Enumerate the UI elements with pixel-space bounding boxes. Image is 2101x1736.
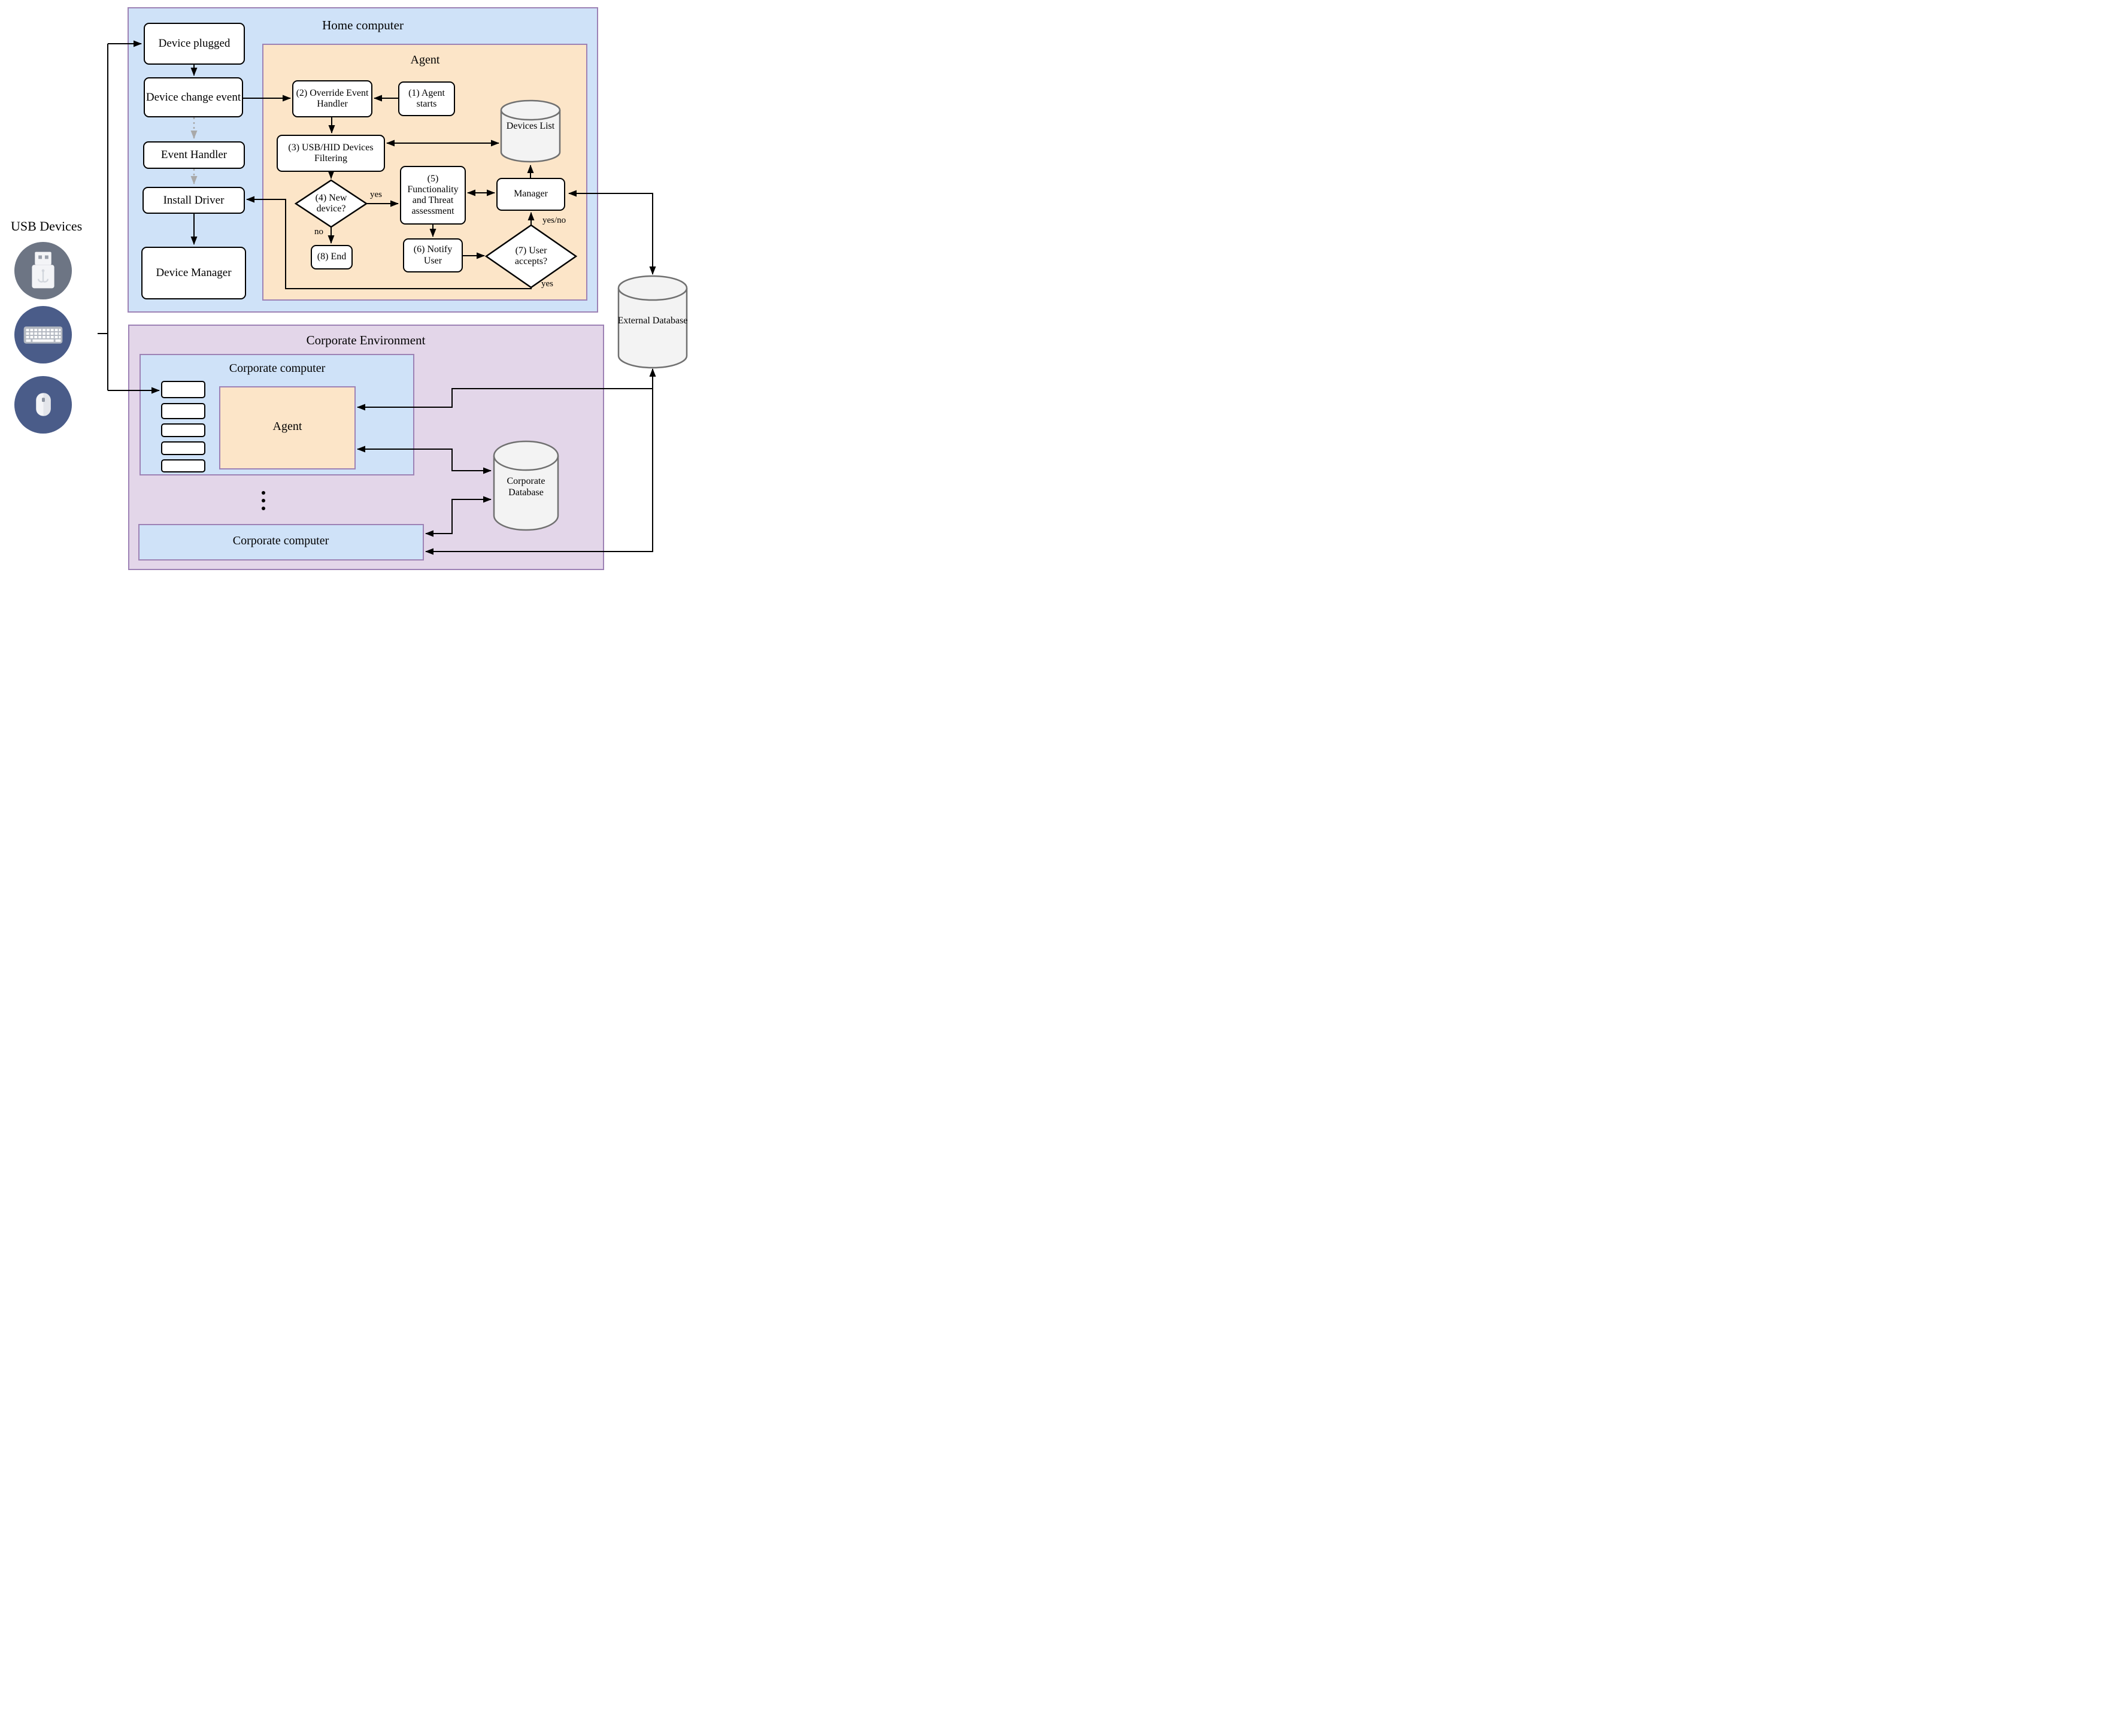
node-step4-label: (4) New device? <box>315 193 347 214</box>
corporate-database-cylinder: Corporate Database <box>492 440 560 534</box>
edge-external-db-to-corp2 <box>425 368 656 555</box>
node-step8-end: (8) End <box>311 245 353 269</box>
corp1-slot-2 <box>161 403 205 419</box>
usb-devices-label: USB Devices <box>11 219 83 234</box>
ellipsis-dots <box>262 491 265 510</box>
keyboard-icon <box>14 305 72 364</box>
corporate-database-label: Corporate Database <box>507 476 545 498</box>
corp1-slot-4 <box>161 441 205 455</box>
corporate-agent-title: Agent <box>272 420 302 433</box>
edge-manager-external-db <box>568 190 656 275</box>
corp1-slot-1 <box>161 381 205 398</box>
node-event-handler: Event Handler <box>143 141 245 169</box>
node-device-plugged: Device plugged <box>144 23 245 65</box>
node-step7-user-accepts-diamond <box>484 224 578 289</box>
node-step3-usb-hid-filtering: (3) USB/HID Devices Filtering <box>277 135 385 172</box>
label-user-accepts-yes: yes <box>541 279 553 289</box>
corporate-computer-1-title: Corporate computer <box>229 362 326 375</box>
corp1-slot-5 <box>161 459 205 472</box>
usb-flash-drive-icon <box>14 241 72 300</box>
edge-corp-agent-corp-db <box>357 446 492 474</box>
edge-usb-trunk <box>98 44 108 390</box>
node-step6-notify-user: (6) Notify User <box>403 238 463 272</box>
node-step1-agent-starts: (1) Agent starts <box>398 81 455 116</box>
edge-external-db-to-corp-agent <box>357 388 653 411</box>
corporate-computer-2-title: Corporate computer <box>232 534 329 547</box>
node-device-manager: Device Manager <box>141 247 246 299</box>
label-new-device-yes: yes <box>370 190 382 199</box>
node-step4-new-device-diamond <box>294 179 368 228</box>
edge-corp2-corp-db <box>425 496 492 537</box>
node-step5-threat-assessment: (5) Functionality and Threat assessment <box>400 166 466 225</box>
external-database-cylinder: External Database <box>617 274 689 370</box>
corporate-environment-title: Corporate Environment <box>306 333 426 347</box>
node-install-driver: Install Driver <box>143 187 245 214</box>
external-database-label: External Database <box>617 316 688 326</box>
devices-list-cylinder: Devices List <box>499 99 562 165</box>
corporate-agent-container <box>219 386 356 469</box>
node-step2-override-event-handler: (2) Override Event Handler <box>292 80 372 117</box>
label-user-accepts-yesno: yes/no <box>542 216 566 225</box>
node-step7-label: (7) User accepts? <box>514 246 548 266</box>
devices-list-label: Devices List <box>506 121 555 131</box>
mouse-icon <box>14 375 72 434</box>
connector-layer <box>98 40 656 555</box>
label-new-device-no: no <box>314 227 323 237</box>
corporate-computer-2-container <box>138 524 424 561</box>
corp1-slot-3 <box>161 423 205 437</box>
diagram-canvas: Home computer Agent Corporate Environmen… <box>0 0 701 579</box>
home-agent-title: Agent <box>410 53 440 66</box>
home-computer-title: Home computer <box>322 18 404 32</box>
node-device-change-event: Device change event <box>144 77 243 117</box>
node-manager: Manager <box>496 178 565 211</box>
